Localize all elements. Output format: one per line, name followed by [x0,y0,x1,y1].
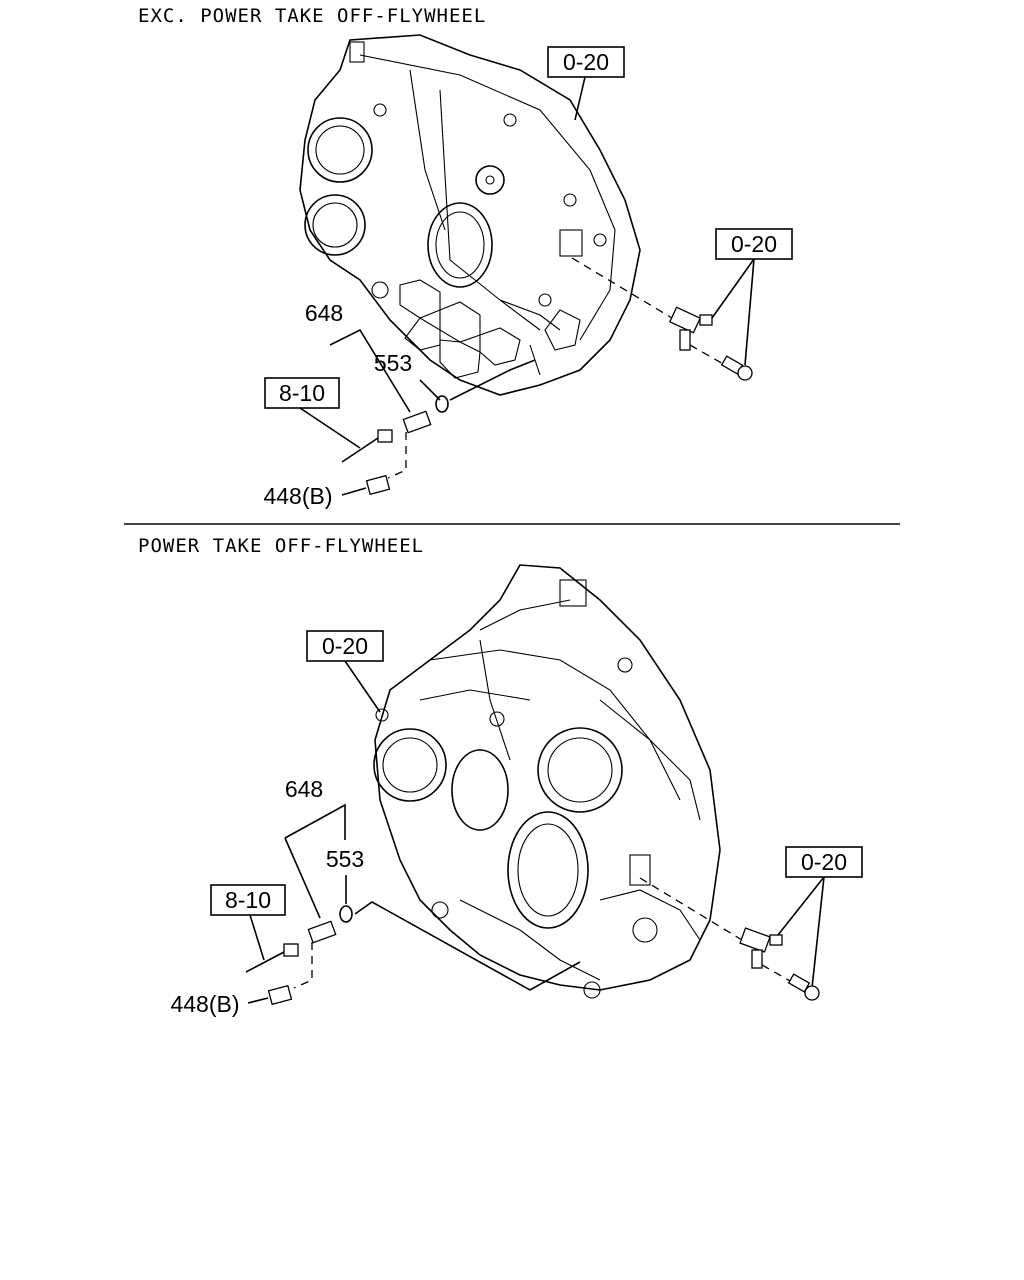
housing-callout-pto: 0-20 [306,630,384,713]
flywheel-housing-drawing-pto [373,564,721,999]
bolt-head [737,365,753,381]
section-pto: POWER TAKE OFF-FLYWHEEL [138,535,863,1017]
right-sensor-assembly-pto: 0-20 [639,846,863,1001]
callout-648: 648 [285,776,323,802]
callout-harness-ref: 8-10 [225,887,271,913]
callout-553: 553 [374,350,412,376]
crank-sensor-part [402,410,432,434]
sensor-bracket [751,949,763,969]
left-sensor-assembly: 648 553 8-10 448(B) [263,300,536,509]
housing-callout: 0-20 [547,46,625,121]
callout-sensor-ref: 0-20 [801,849,847,875]
flywheel-housing-drawing [299,34,641,396]
callout-448b: 448(B) [170,991,239,1017]
connector-part [283,943,299,957]
sensor-part [739,927,771,953]
sensor-bracket [679,329,691,351]
sensor-part [668,306,702,334]
crank-sensor-part [307,920,337,944]
o-ring-part [435,395,449,413]
callout-box [547,46,625,78]
bolt-448-part [267,984,293,1006]
callout-housing-ref: 0-20 [322,633,368,659]
left-sensor-assembly-pto: 648 553 8-10 448(B) [170,776,581,1017]
sensor-tip [699,314,713,326]
section-exc-pto: EXC. POWER TAKE OFF-FLYWHEEL [138,5,793,509]
callout-housing-ref: 0-20 [563,49,609,75]
callout-harness-ref: 8-10 [279,380,325,406]
o-ring-part [339,905,353,923]
callout-648: 648 [305,300,343,326]
bolt-head [804,985,820,1001]
section-heading: POWER TAKE OFF-FLYWHEEL [138,535,424,557]
callout-box [264,377,340,409]
callout-448b: 448(B) [263,483,332,509]
callout-sensor-ref: 0-20 [731,231,777,257]
bolt-448-part [365,474,391,496]
connector-part [377,429,393,443]
right-sensor-assembly: 0-20 [571,228,793,381]
callout-553: 553 [326,846,364,872]
callout-box [210,884,286,916]
section-heading: EXC. POWER TAKE OFF-FLYWHEEL [138,5,486,27]
sensor-tip [769,934,783,946]
